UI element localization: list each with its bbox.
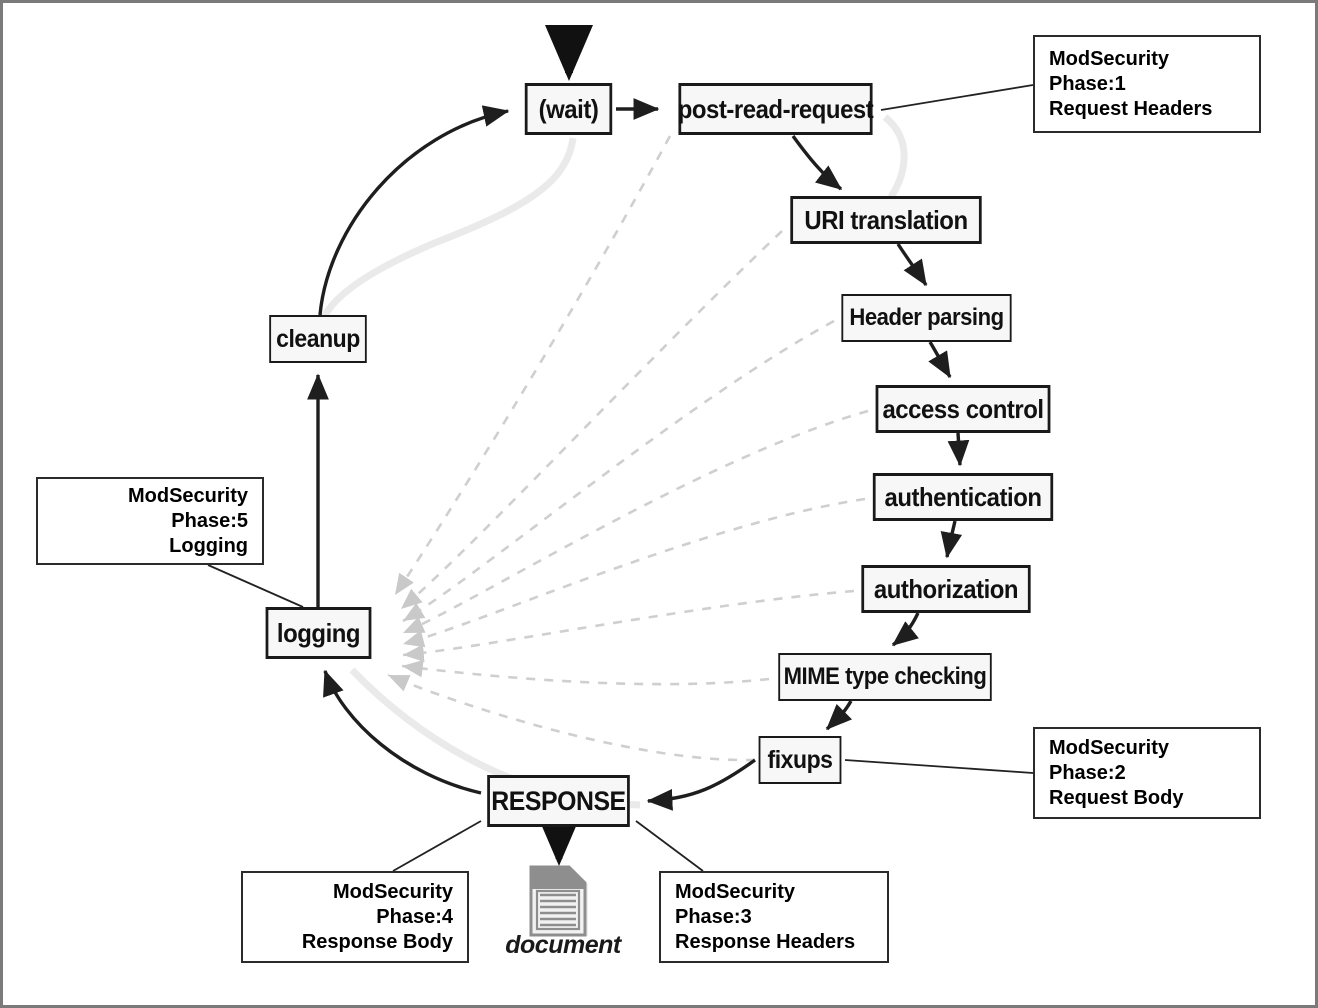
dashed-edge-fixups-to-logging <box>387 673 756 762</box>
dashed-edge-authentication-to-logging <box>402 497 866 648</box>
dashed-edge-uri-translation-to-logging <box>400 230 783 610</box>
callout-line: Logging <box>169 534 248 557</box>
edge-post-read-request-to-uri-translation <box>791 135 843 191</box>
edge-fixups-to-response <box>646 758 756 811</box>
leader-phase2 <box>844 759 1034 774</box>
node-logging[interactable]: logging <box>265 607 372 659</box>
node-cleanup[interactable]: cleanup <box>269 315 367 363</box>
node-fixups[interactable]: fixups <box>758 736 842 784</box>
dashed-edge-mime-type-checking-to-logging <box>401 659 770 686</box>
leader-phase3 <box>635 820 704 872</box>
node-label: Header parsing <box>849 304 1004 331</box>
edge-authorization-to-mime-type-checking <box>891 612 920 647</box>
document-caption: document <box>505 931 621 959</box>
callout-line: Response Headers <box>675 930 856 953</box>
node-label: URI translation <box>804 205 968 235</box>
edge-authentication-to-authorization <box>940 520 963 559</box>
leader-phase4 <box>392 820 482 872</box>
leader-phase1 <box>880 84 1034 111</box>
node-post-read[interactable]: post-read-request <box>677 83 874 135</box>
edge-mime-type-checking-to-fixups <box>825 700 853 731</box>
dashed-edge-post-read-request-to-logging <box>393 135 672 596</box>
edge-access-control-to-authentication <box>947 432 970 467</box>
node-label: post-read-request <box>677 94 874 124</box>
node-label: authorization <box>873 574 1019 604</box>
callout-line: ModSecurity Phase:4 <box>332 880 453 928</box>
dashed-edge-authorization-to-logging <box>402 589 855 662</box>
node-header-pars[interactable]: Header parsing <box>841 294 1012 342</box>
node-label: logging <box>276 618 361 648</box>
node-label: fixups <box>767 745 833 774</box>
dashed-edge-header-parsing-to-logging <box>402 319 835 623</box>
callout-line: ModSecurity Phase:1 <box>1049 47 1170 95</box>
leader-phase5 <box>207 564 304 608</box>
node-label: MIME type checking <box>783 663 987 690</box>
node-response[interactable]: RESPONSE <box>487 775 630 827</box>
callout-line: ModSecurity Phase:5 <box>127 484 248 532</box>
edge-header-parsing-to-access-control <box>928 341 952 379</box>
edge-response-to-logging <box>323 669 482 795</box>
node-label: (wait) <box>538 94 599 124</box>
callout-line: Response Body <box>301 930 453 953</box>
node-authn[interactable]: authentication <box>872 473 1054 521</box>
edge-uri-translation-to-header-parsing <box>896 243 928 287</box>
callout-line: ModSecurity Phase:2 <box>1049 736 1170 784</box>
callout-line: ModSecurity Phase:3 <box>675 880 796 928</box>
document-icon <box>529 865 588 937</box>
solid-edges <box>307 25 970 866</box>
callout-line: Request Body <box>1049 786 1184 809</box>
node-wait[interactable]: (wait) <box>524 83 613 135</box>
node-label: cleanup <box>276 324 360 353</box>
dashed-edge-access-control-to-logging <box>402 409 869 635</box>
node-access-ctl[interactable]: access control <box>875 385 1051 433</box>
node-label: RESPONSE <box>491 785 626 816</box>
node-uri-trans[interactable]: URI translation <box>790 196 982 244</box>
node-label: authentication <box>884 482 1042 512</box>
edge-cleanup-to-wait <box>318 105 510 316</box>
node-authz[interactable]: authorization <box>861 565 1031 613</box>
callout-line: Request Headers <box>1049 97 1213 120</box>
node-label: access control <box>882 394 1044 424</box>
node-mime[interactable]: MIME type checking <box>778 653 992 701</box>
